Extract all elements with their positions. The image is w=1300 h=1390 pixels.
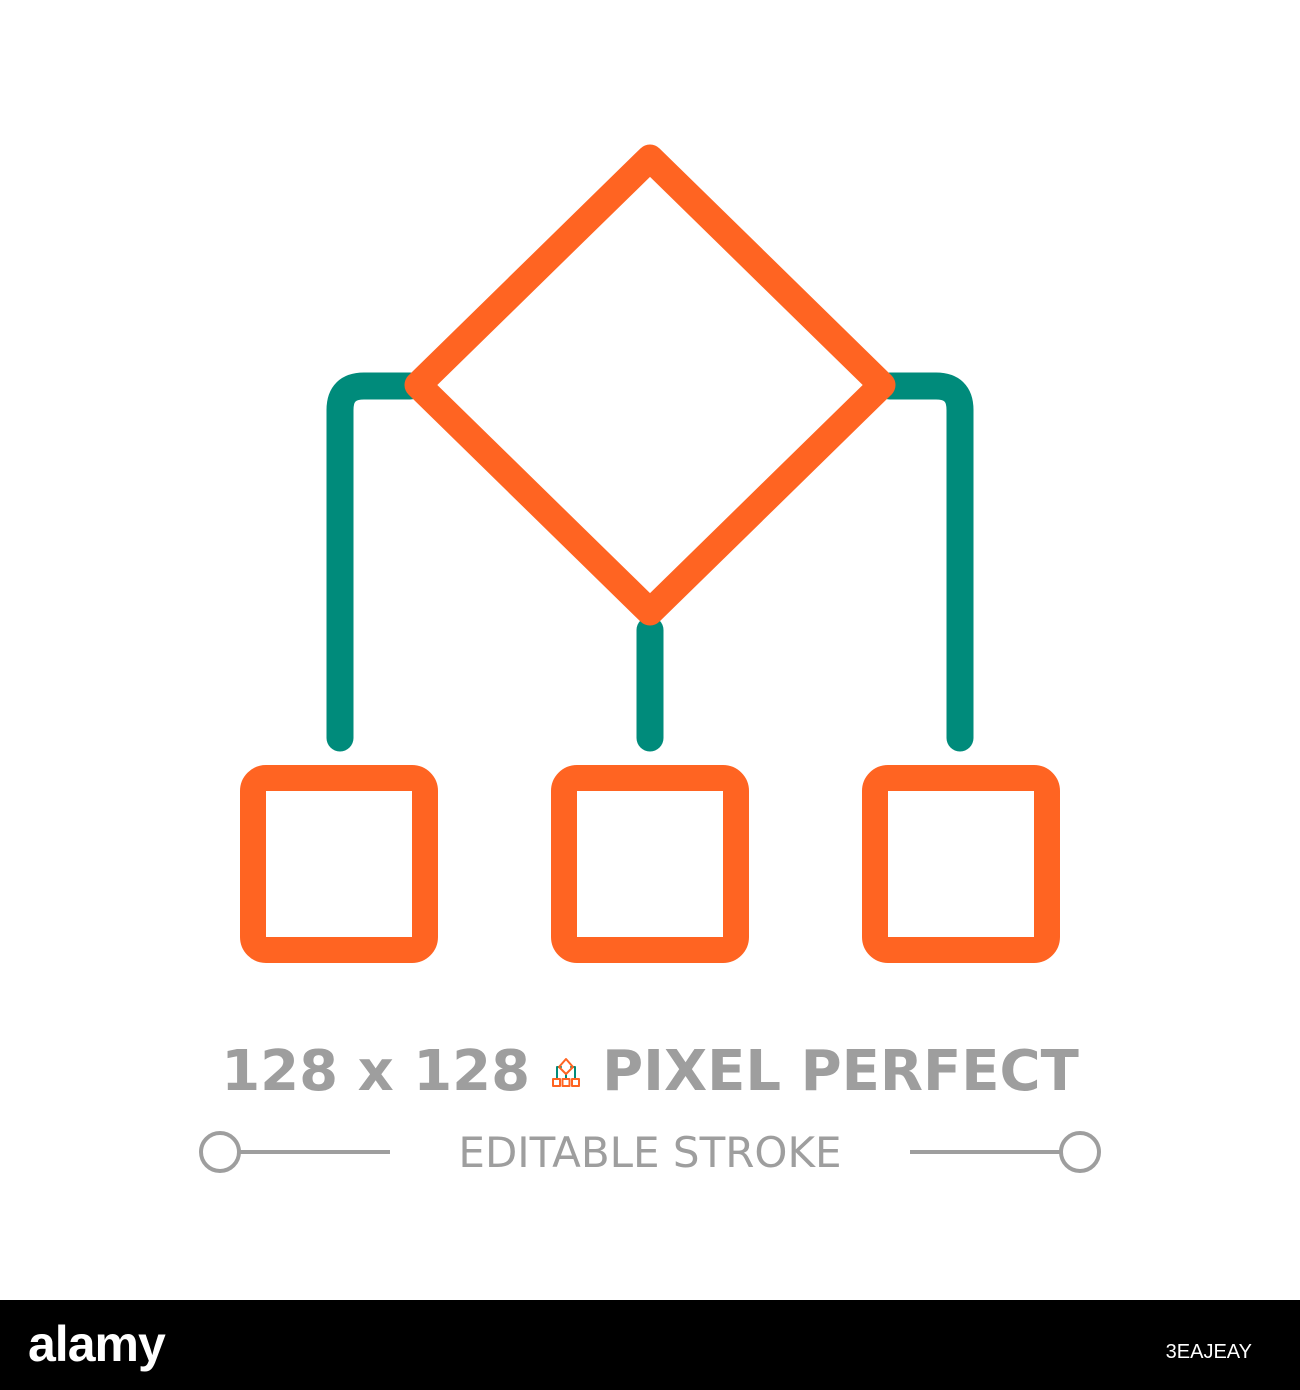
footer-image-id: 3EAJEAY xyxy=(1165,1341,1252,1363)
image-canvas: 128 x 128 PIXEL PERFECT EDITABLE STROKE xyxy=(0,144,1300,1181)
left-process-box xyxy=(240,765,438,963)
mini-flowchart-icon xyxy=(552,1058,581,1087)
right-process-box xyxy=(862,765,1060,963)
left-connector-line xyxy=(326,372,424,752)
right-stroke-handle xyxy=(1059,1131,1101,1173)
size-caption: 128 x 128 xyxy=(221,1039,531,1104)
flowchart-icon xyxy=(240,144,1060,963)
editable-stroke-row: EDITABLE STROKE xyxy=(0,1125,1300,1181)
stroke-decoration xyxy=(199,1131,1101,1173)
pixel-perfect-caption: PIXEL PERFECT xyxy=(602,1039,1079,1104)
decision-diamond xyxy=(404,144,896,626)
center-process-box xyxy=(551,765,749,963)
left-stroke-handle xyxy=(199,1131,241,1173)
footer-logo: alamy xyxy=(28,1316,166,1372)
editable-stroke-caption: EDITABLE STROKE xyxy=(458,1128,842,1177)
footer-bar: alamy 3EAJEAY xyxy=(0,1300,1300,1390)
right-connector-line xyxy=(876,372,974,752)
caption-row: 128 x 128 PIXEL PERFECT xyxy=(0,1036,1300,1108)
